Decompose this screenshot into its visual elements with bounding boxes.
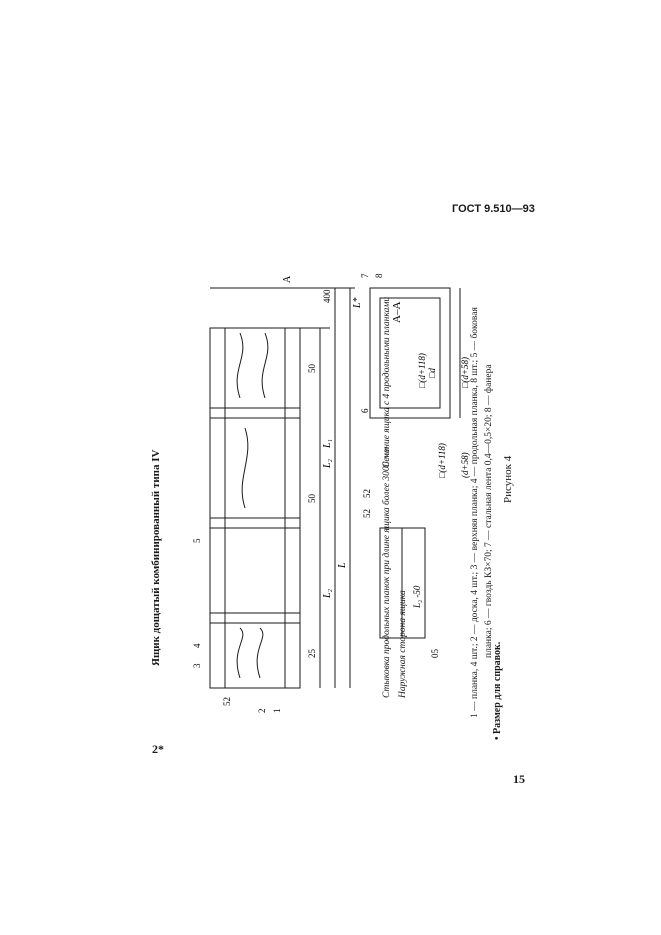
legend-line-1: 1 — планка, 4 шт.; 2 — доска, 4 шт.; 3 —… bbox=[470, 307, 480, 718]
standard-number: ГОСТ 9.510—93 bbox=[452, 203, 535, 215]
footnote: • Размер для справок. bbox=[492, 641, 503, 740]
dim-cd-118: □(d+118) bbox=[417, 353, 427, 388]
dim-L-star: L* bbox=[352, 297, 363, 309]
section-label: А–А bbox=[391, 302, 403, 323]
dim-25: 25 bbox=[307, 649, 317, 659]
section-a-a bbox=[369, 287, 451, 419]
dim-L1: L₁ bbox=[322, 439, 333, 449]
note-joint: Стыковка продольных планок при длине ящи… bbox=[382, 447, 392, 698]
note-outside: Наружная сторона ящика bbox=[398, 590, 408, 698]
legend-line-2: планка; 6 — гвоздь КЗ×70; 7 — стальная л… bbox=[484, 364, 494, 658]
dim-bd: □(d+58) bbox=[460, 357, 470, 388]
dim-L2-minus-50: L₂ -50 bbox=[412, 585, 422, 609]
wood-grain bbox=[236, 627, 244, 679]
dim-L: L bbox=[337, 562, 348, 569]
dim-L2-a: L₂ bbox=[322, 588, 333, 599]
section-mark: А bbox=[282, 275, 293, 283]
callout-5: 5 bbox=[192, 538, 202, 543]
dim-52-b: 52 bbox=[362, 509, 372, 518]
note-section: Сечение ящика с 4 продольными планками bbox=[382, 296, 392, 468]
dim-50-b: 50 bbox=[307, 494, 317, 504]
dim-cd-118-b: □(d+118) bbox=[437, 443, 447, 478]
dim-bd-b: (d+58) bbox=[460, 452, 470, 478]
callout-3: 3 bbox=[192, 663, 202, 668]
figure-caption: Рисунок 4 bbox=[502, 455, 514, 503]
dim-50-a: 50 bbox=[307, 364, 317, 374]
dim-52-a: 52 bbox=[222, 697, 232, 706]
callout-2: 2 bbox=[257, 709, 267, 714]
dim-400: 400 bbox=[322, 289, 332, 303]
dim-05: 05 bbox=[430, 649, 440, 659]
callout-7: 7 bbox=[360, 273, 370, 278]
page-number: 15 bbox=[513, 772, 525, 786]
callout-1: 1 bbox=[272, 709, 282, 714]
callout-6: 6 bbox=[360, 408, 370, 413]
callout-4: 4 bbox=[192, 643, 202, 648]
drawing-title: Ящик дощатый комбинированный типа IV bbox=[150, 449, 162, 666]
sheet-mark: 2* bbox=[152, 742, 164, 756]
dim-L2-b: L₂ bbox=[322, 458, 333, 469]
technical-drawing: 400 50 50 25 52 52 52 05 L L₁ L₂ L₂ L* L… bbox=[192, 273, 470, 714]
dim-cd: □d bbox=[427, 368, 437, 378]
callout-8: 8 bbox=[374, 273, 384, 278]
box-outline bbox=[209, 327, 301, 689]
dim-52-c: 52 bbox=[362, 489, 372, 498]
rotated-page-content: Ящик дощатый комбинированный типа IV bbox=[150, 258, 514, 718]
